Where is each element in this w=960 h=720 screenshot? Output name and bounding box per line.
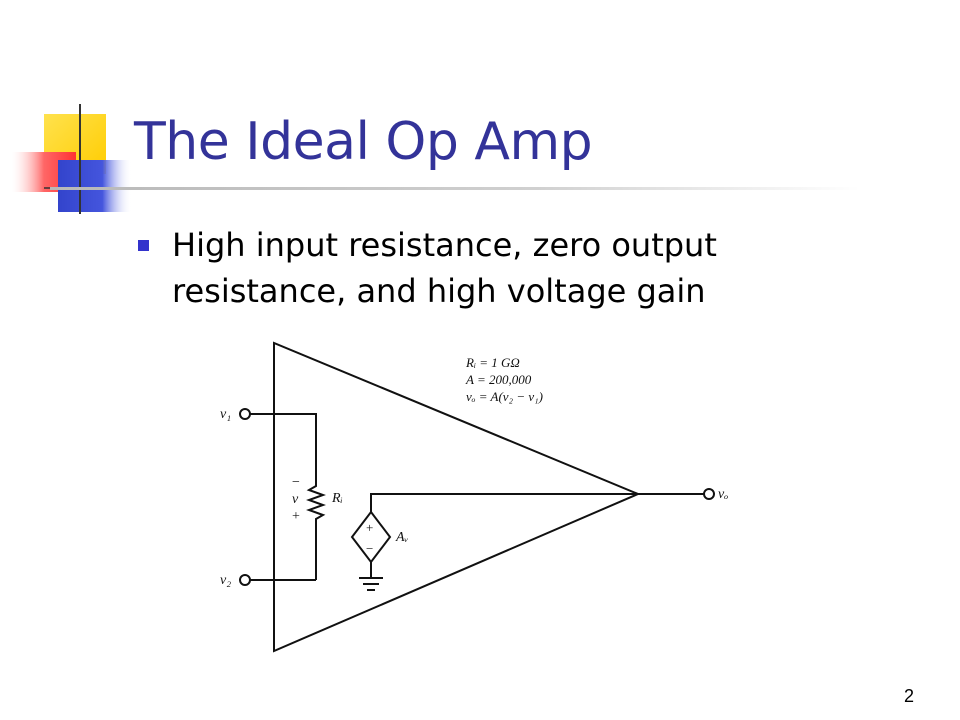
source-output-wire xyxy=(370,493,638,512)
input-1-terminal xyxy=(239,408,251,420)
v-minus-sign: − xyxy=(292,475,300,490)
source-minus-sign: − xyxy=(366,541,373,556)
input-1-wire xyxy=(250,413,317,480)
input-1-label: v₁ xyxy=(220,407,231,422)
bullet-square-icon xyxy=(138,240,149,251)
blue-square xyxy=(58,160,132,212)
ground-icon xyxy=(359,577,383,591)
input-2-label: v₂ xyxy=(220,573,231,588)
source-plus-sign: + xyxy=(366,520,373,535)
resistor-label: Rᵢ xyxy=(331,491,343,506)
corner-decoration xyxy=(12,104,132,214)
title-underline xyxy=(50,187,860,190)
slide-number: 2 xyxy=(903,686,914,706)
v-label: v xyxy=(292,492,299,507)
output-label: vₒ xyxy=(718,487,728,502)
input-resistor xyxy=(306,480,326,580)
input-2-terminal xyxy=(239,574,251,586)
param-line-1: Rᵢ = 1 GΩ xyxy=(465,355,520,370)
param-line-2: A = 200,000 xyxy=(465,372,532,387)
op-amp-triangle xyxy=(273,341,641,653)
param-line-3: vₒ = A(v₂ − v₁) xyxy=(466,389,543,404)
bullet-text: High input resistance, zero output resis… xyxy=(172,226,717,310)
v-plus-sign: + xyxy=(292,509,300,524)
output-terminal xyxy=(703,488,715,500)
source-label: Aᵥ xyxy=(395,530,409,545)
slide-title: The Ideal Op Amp xyxy=(134,112,593,172)
